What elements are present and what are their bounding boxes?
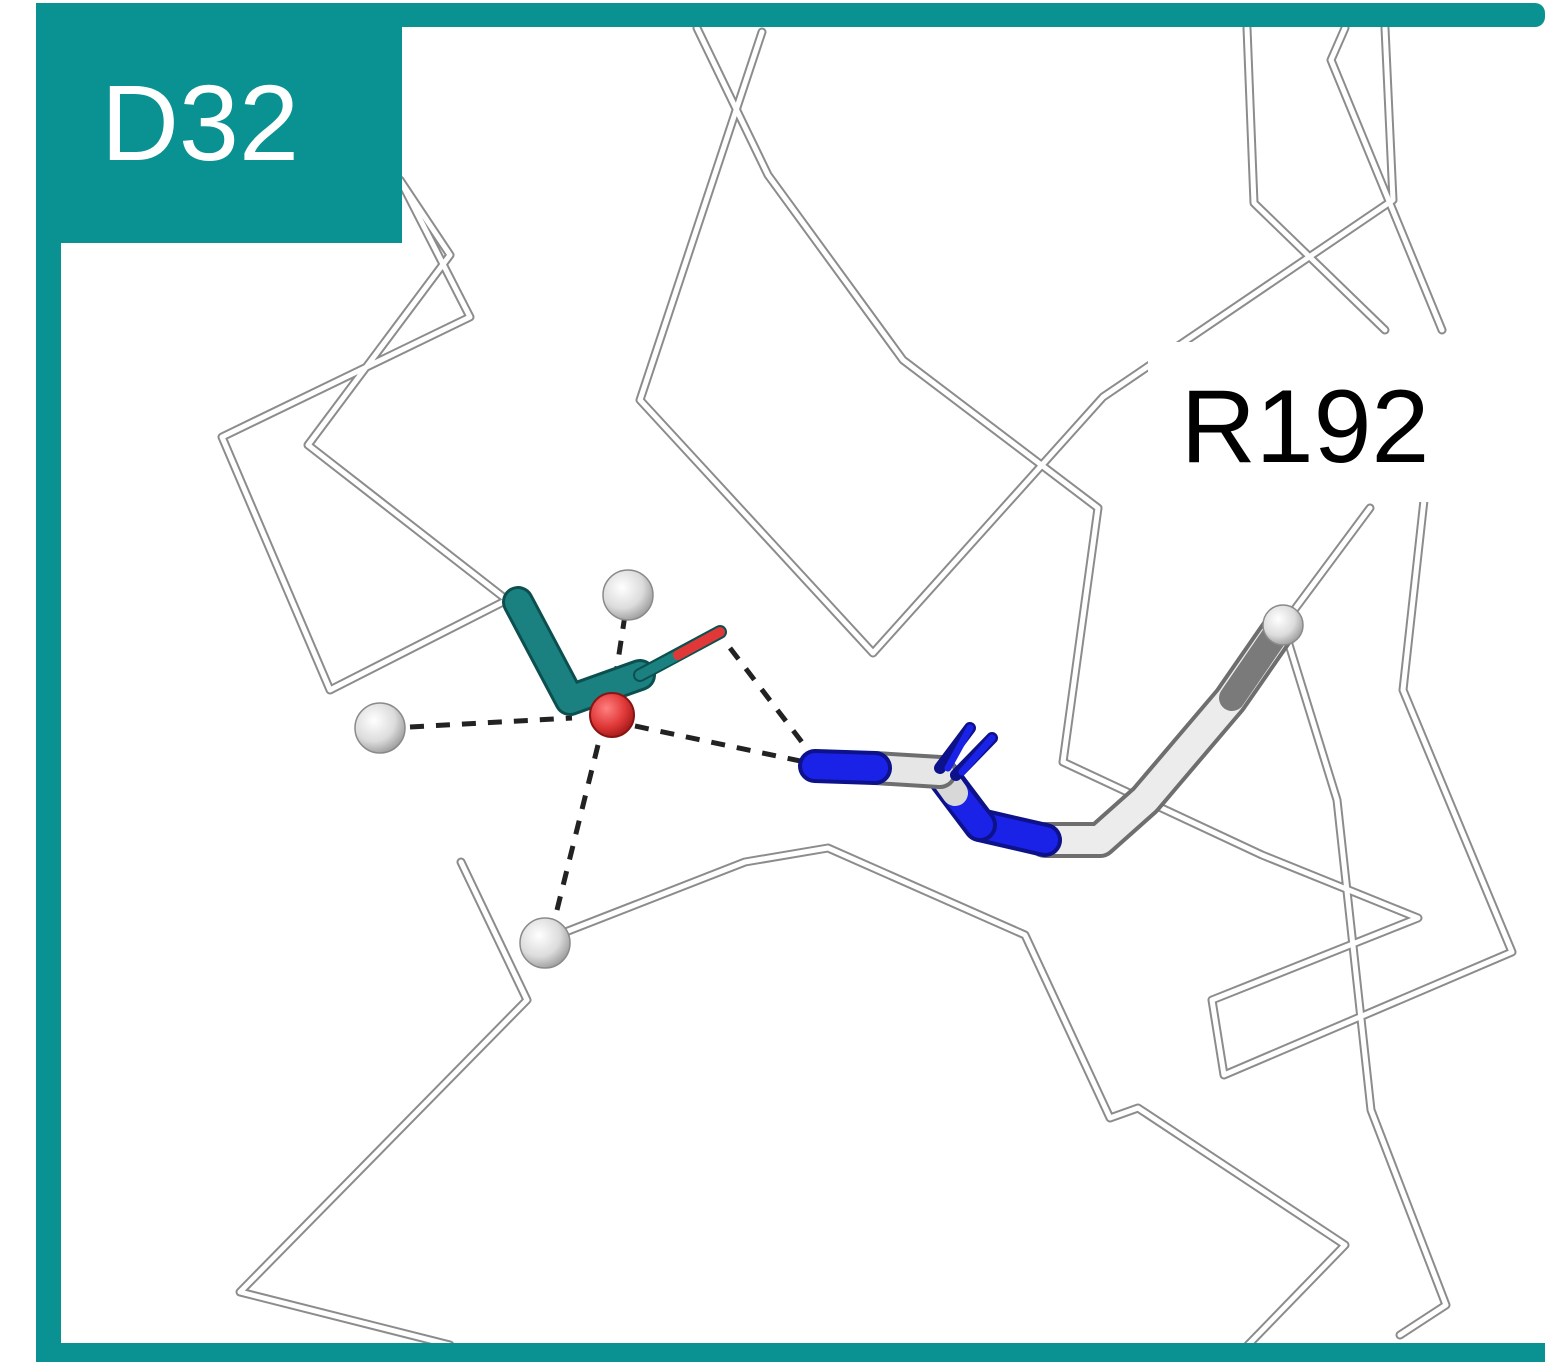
residue-label-box [1148,342,1460,502]
oxygen-atom [589,692,635,738]
frame-top [36,3,1545,27]
hydrogen-bonds [409,614,810,919]
water-sphere [519,917,571,969]
asp32-sidechain [502,586,727,738]
water-sphere [354,702,406,754]
label-box [36,3,402,243]
hbond-line [552,744,601,919]
hbond-line [728,646,810,752]
water-molecules [354,569,1304,969]
calpha-sphere [1262,604,1304,646]
hbond-line [409,715,573,730]
hbond-line [634,723,806,765]
teal-frame [36,3,1545,1362]
panel-label: D32 [101,62,299,183]
protein-backbone [217,26,1517,1344]
frame-bottom [36,1343,1545,1362]
residue-label: R192 [1181,369,1430,485]
arg192-sidechain [798,607,1300,858]
water-sphere [602,569,654,621]
frame-left [36,3,61,1358]
